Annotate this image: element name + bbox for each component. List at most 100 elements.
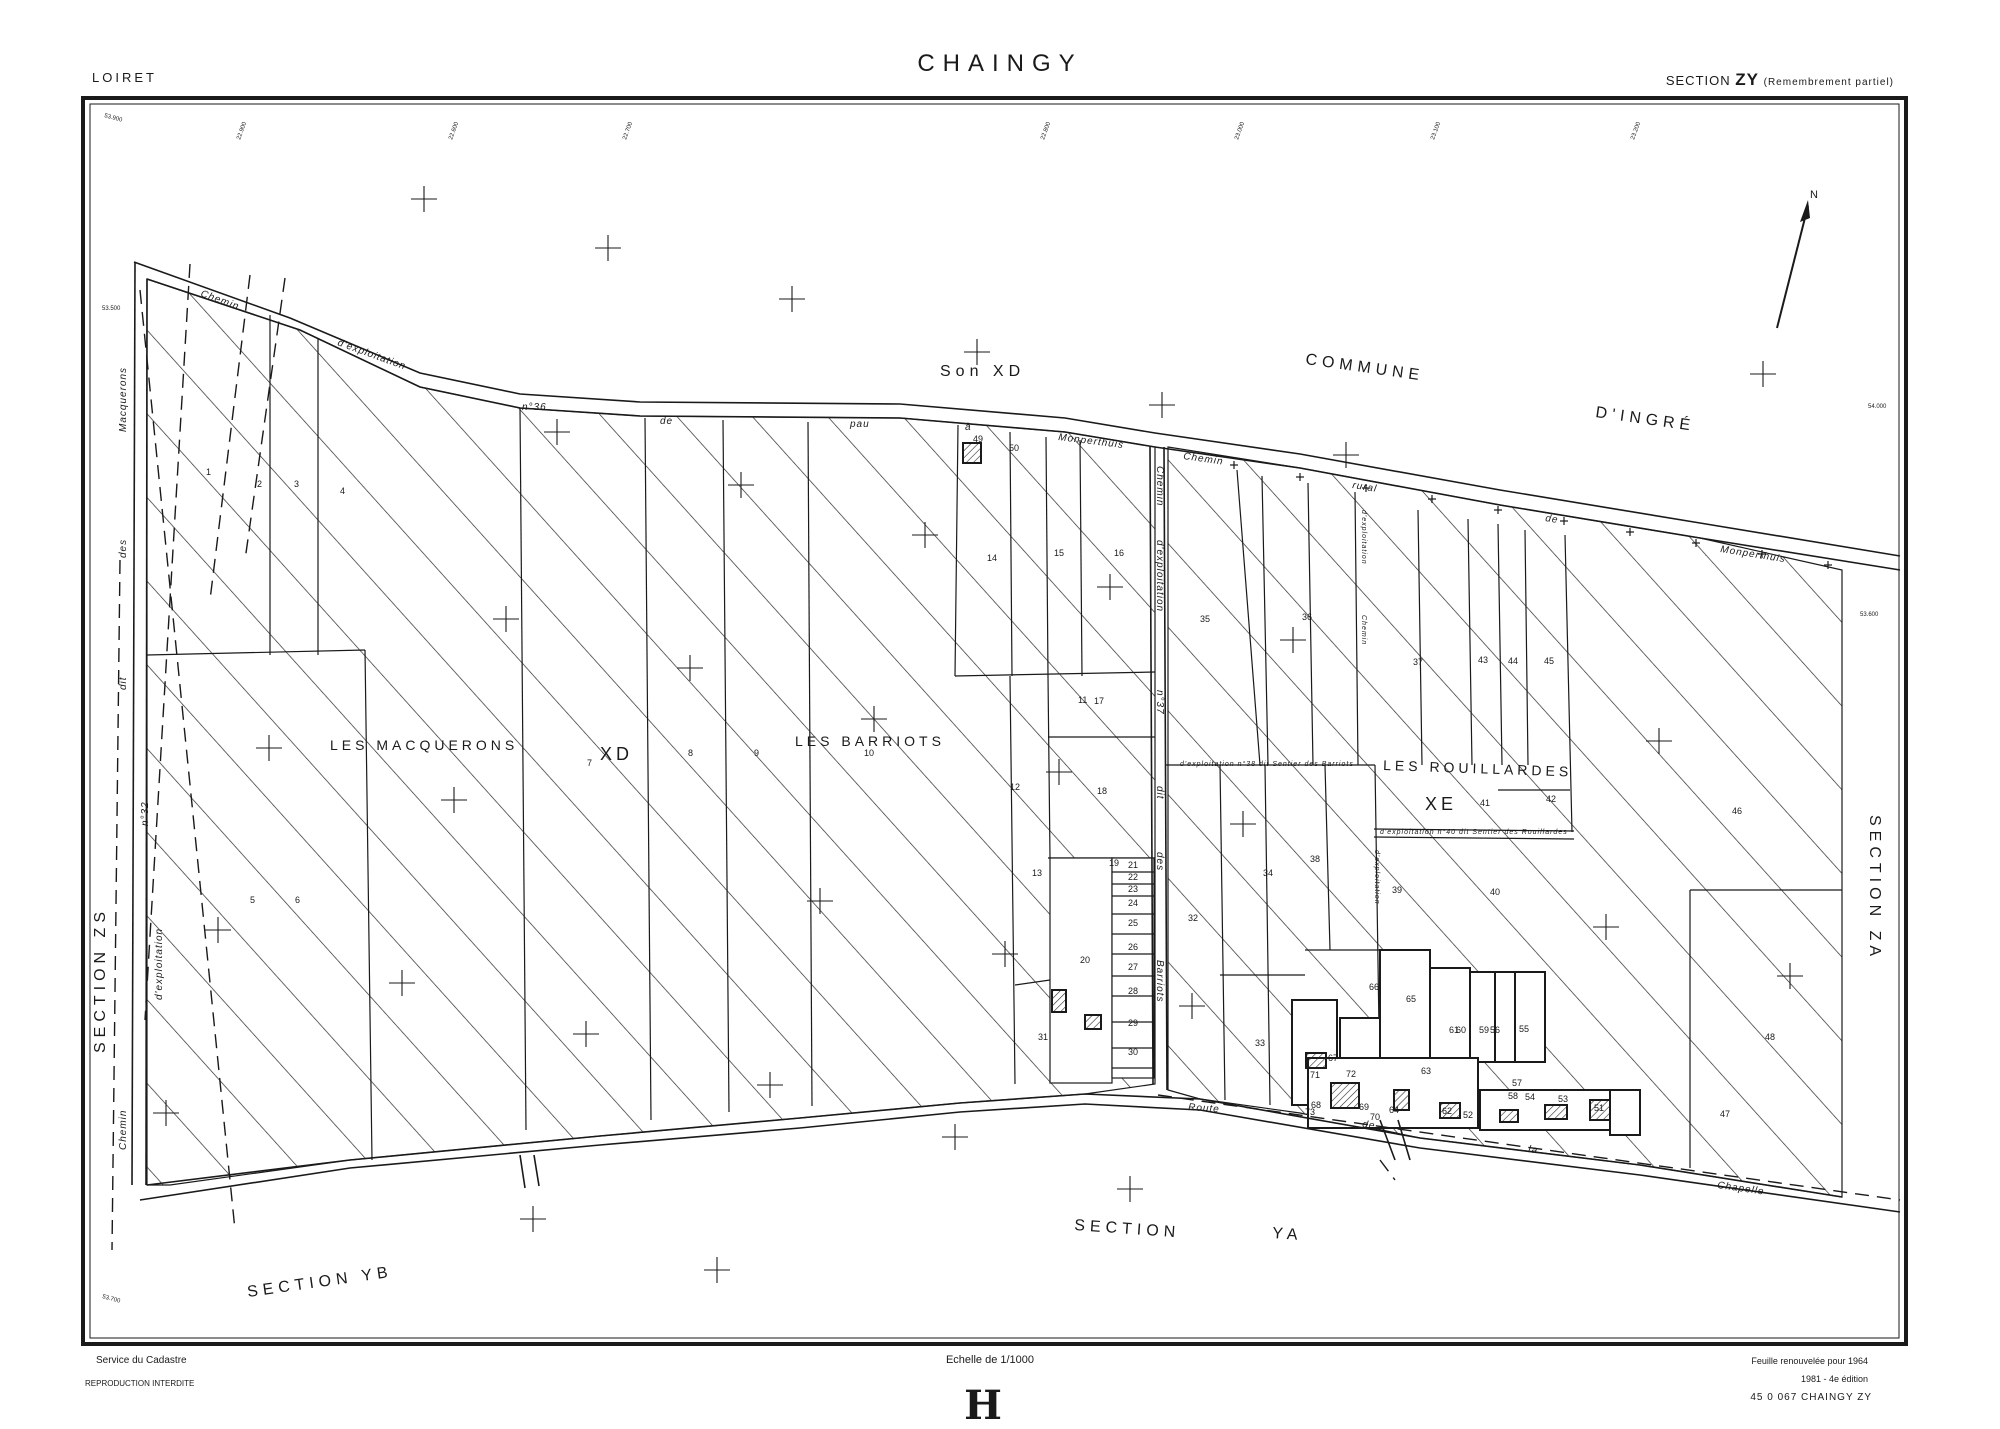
map-inner-frame — [89, 103, 1900, 1339]
commune-title: CHAINGY — [917, 50, 1083, 77]
road-label: de — [660, 416, 673, 427]
road-label: de — [1362, 1119, 1377, 1132]
dashed-boundary — [111, 263, 1901, 1251]
grid-coordinate: 22.600 — [448, 121, 460, 141]
parcel-number: 12 — [1010, 782, 1020, 792]
parcel-number: 6 — [295, 895, 300, 905]
block-xe-label: XE — [1425, 794, 1457, 814]
parcel-number: 47 — [1720, 1109, 1730, 1119]
parcel-number: 26 — [1128, 942, 1138, 952]
parcel-number: 64 — [1389, 1105, 1399, 1115]
commune-label: COMMUNE — [1304, 351, 1425, 384]
top-section-label: Son XD — [940, 363, 1025, 380]
parcel-number: 51 — [1594, 1103, 1604, 1113]
parcel-number: 43 — [1478, 655, 1488, 665]
parcel-number: 52 — [1463, 1110, 1473, 1120]
parcel-number: 56 — [1490, 1025, 1500, 1035]
grid-coordinate: 53.700 — [101, 1294, 121, 1305]
grid-coordinate: 22.900 — [236, 121, 248, 141]
road-label: rural — [1352, 480, 1378, 495]
left-section-label: SECTION ZS — [92, 907, 109, 1053]
road-label: n°37 — [1154, 690, 1165, 715]
parcel-number: 41 — [1480, 798, 1490, 808]
parcel-number: 15 — [1054, 548, 1064, 558]
grid-coordinate: 53.500 — [102, 306, 121, 312]
parcel-number: 2 — [257, 479, 262, 489]
parcel-number: 8 — [688, 748, 693, 758]
parcel-number: 7 — [587, 758, 592, 768]
road-label: d'exploitation — [1373, 850, 1380, 905]
parcel-number: 72 — [1346, 1069, 1356, 1079]
reproduction-notice: REPRODUCTION INTERDITE — [85, 1379, 195, 1388]
bottom-left-section-label: SECTION YB — [246, 1264, 394, 1301]
place-les-macquerons: LES MACQUERONS — [330, 737, 518, 753]
parcel-number: 3 — [294, 479, 299, 489]
bottom-section-code: YA — [1272, 1225, 1303, 1244]
parcel-number: 48 — [1765, 1032, 1775, 1042]
parcel-number: 14 — [987, 553, 997, 563]
road-label: dit — [1154, 786, 1165, 800]
sheet-reference: 45 0 067 CHAINGY ZY — [1750, 1392, 1872, 1403]
road-label: d'exploitation — [1360, 510, 1367, 565]
grid-coordinate: 53.600 — [1860, 612, 1879, 618]
parcel-number: 31 — [1038, 1032, 1048, 1042]
parcel-number: 18 — [1097, 786, 1107, 796]
section-note: (Remembrement partiel) — [1763, 77, 1894, 88]
map-frame — [81, 96, 1908, 1346]
commune-name-label: D'INGRÉ — [1594, 402, 1696, 435]
bottom-section-label: SECTION — [1074, 1217, 1181, 1241]
grid-coordinate: 23.100 — [1430, 121, 1442, 141]
parcel-number: 69 — [1359, 1102, 1369, 1112]
road-label: à — [965, 422, 972, 433]
parcel-boundaries — [146, 315, 1842, 1168]
road-label: d'exploitation — [154, 928, 165, 1000]
road-label: pau — [849, 419, 870, 430]
parcel-number: 13 — [1032, 868, 1042, 878]
road-label: la — [1528, 1144, 1539, 1156]
parcel-number: 1 — [206, 467, 211, 477]
road-label: Chemin — [1154, 466, 1165, 506]
road-label: des — [1154, 852, 1165, 871]
parcel-number: 36 — [1302, 612, 1312, 622]
road-label: n°32 — [140, 801, 151, 826]
road-label: Barriots — [1154, 960, 1165, 1002]
parcel-number: 66 — [1369, 982, 1379, 992]
parcel-number: 45 — [1544, 656, 1554, 666]
road-label: Route — [1188, 1102, 1220, 1115]
parcel-number: 50 — [1009, 443, 1019, 453]
rural-road-crosses — [1230, 461, 1832, 569]
road-label: dit — [118, 676, 129, 690]
parcel-number: 71 — [1310, 1070, 1320, 1080]
road-label: de — [1545, 513, 1560, 526]
parcel-number: 4 — [340, 486, 345, 496]
parcel-number: 21 — [1128, 860, 1138, 870]
place-names: LES MACQUERONS LES BARRIOTS LES ROUILLAR… — [330, 733, 1573, 814]
built-blocks — [962, 442, 1641, 1136]
parcel-number: 38 — [1310, 854, 1320, 864]
parcel-number: 53 — [1558, 1094, 1568, 1104]
place-les-rouillardes: LES ROUILLARDES — [1383, 757, 1573, 780]
parcel-number: 17 — [1094, 696, 1104, 706]
parcel-number: 37 — [1413, 657, 1423, 667]
parcel-number: 22 — [1128, 872, 1138, 882]
road-label: Chemin — [118, 1110, 129, 1150]
parcel-number: 25 — [1128, 918, 1138, 928]
parcel-number: 20 — [1080, 955, 1090, 965]
parcel-number: 9 — [754, 748, 759, 758]
parcel-number: 16 — [1114, 548, 1124, 558]
parcel-number: 19 — [1109, 858, 1119, 868]
service-label: Service du Cadastre — [96, 1355, 187, 1366]
parcel-number: 65 — [1406, 994, 1416, 1004]
parcel-number: 67 — [1328, 1053, 1338, 1063]
parcel-number: 63 — [1421, 1066, 1431, 1076]
grid-coordinate: 22.700 — [622, 121, 634, 141]
road-outlines — [131, 261, 1901, 1213]
parcel-number: 44 — [1508, 656, 1518, 666]
parcel-number: 58 — [1508, 1091, 1518, 1101]
grid-coordinate: 23.000 — [1234, 121, 1246, 141]
parcel-number: 35 — [1200, 614, 1210, 624]
parcel-number: 42 — [1546, 794, 1556, 804]
parcel-number: 49 — [973, 434, 983, 444]
